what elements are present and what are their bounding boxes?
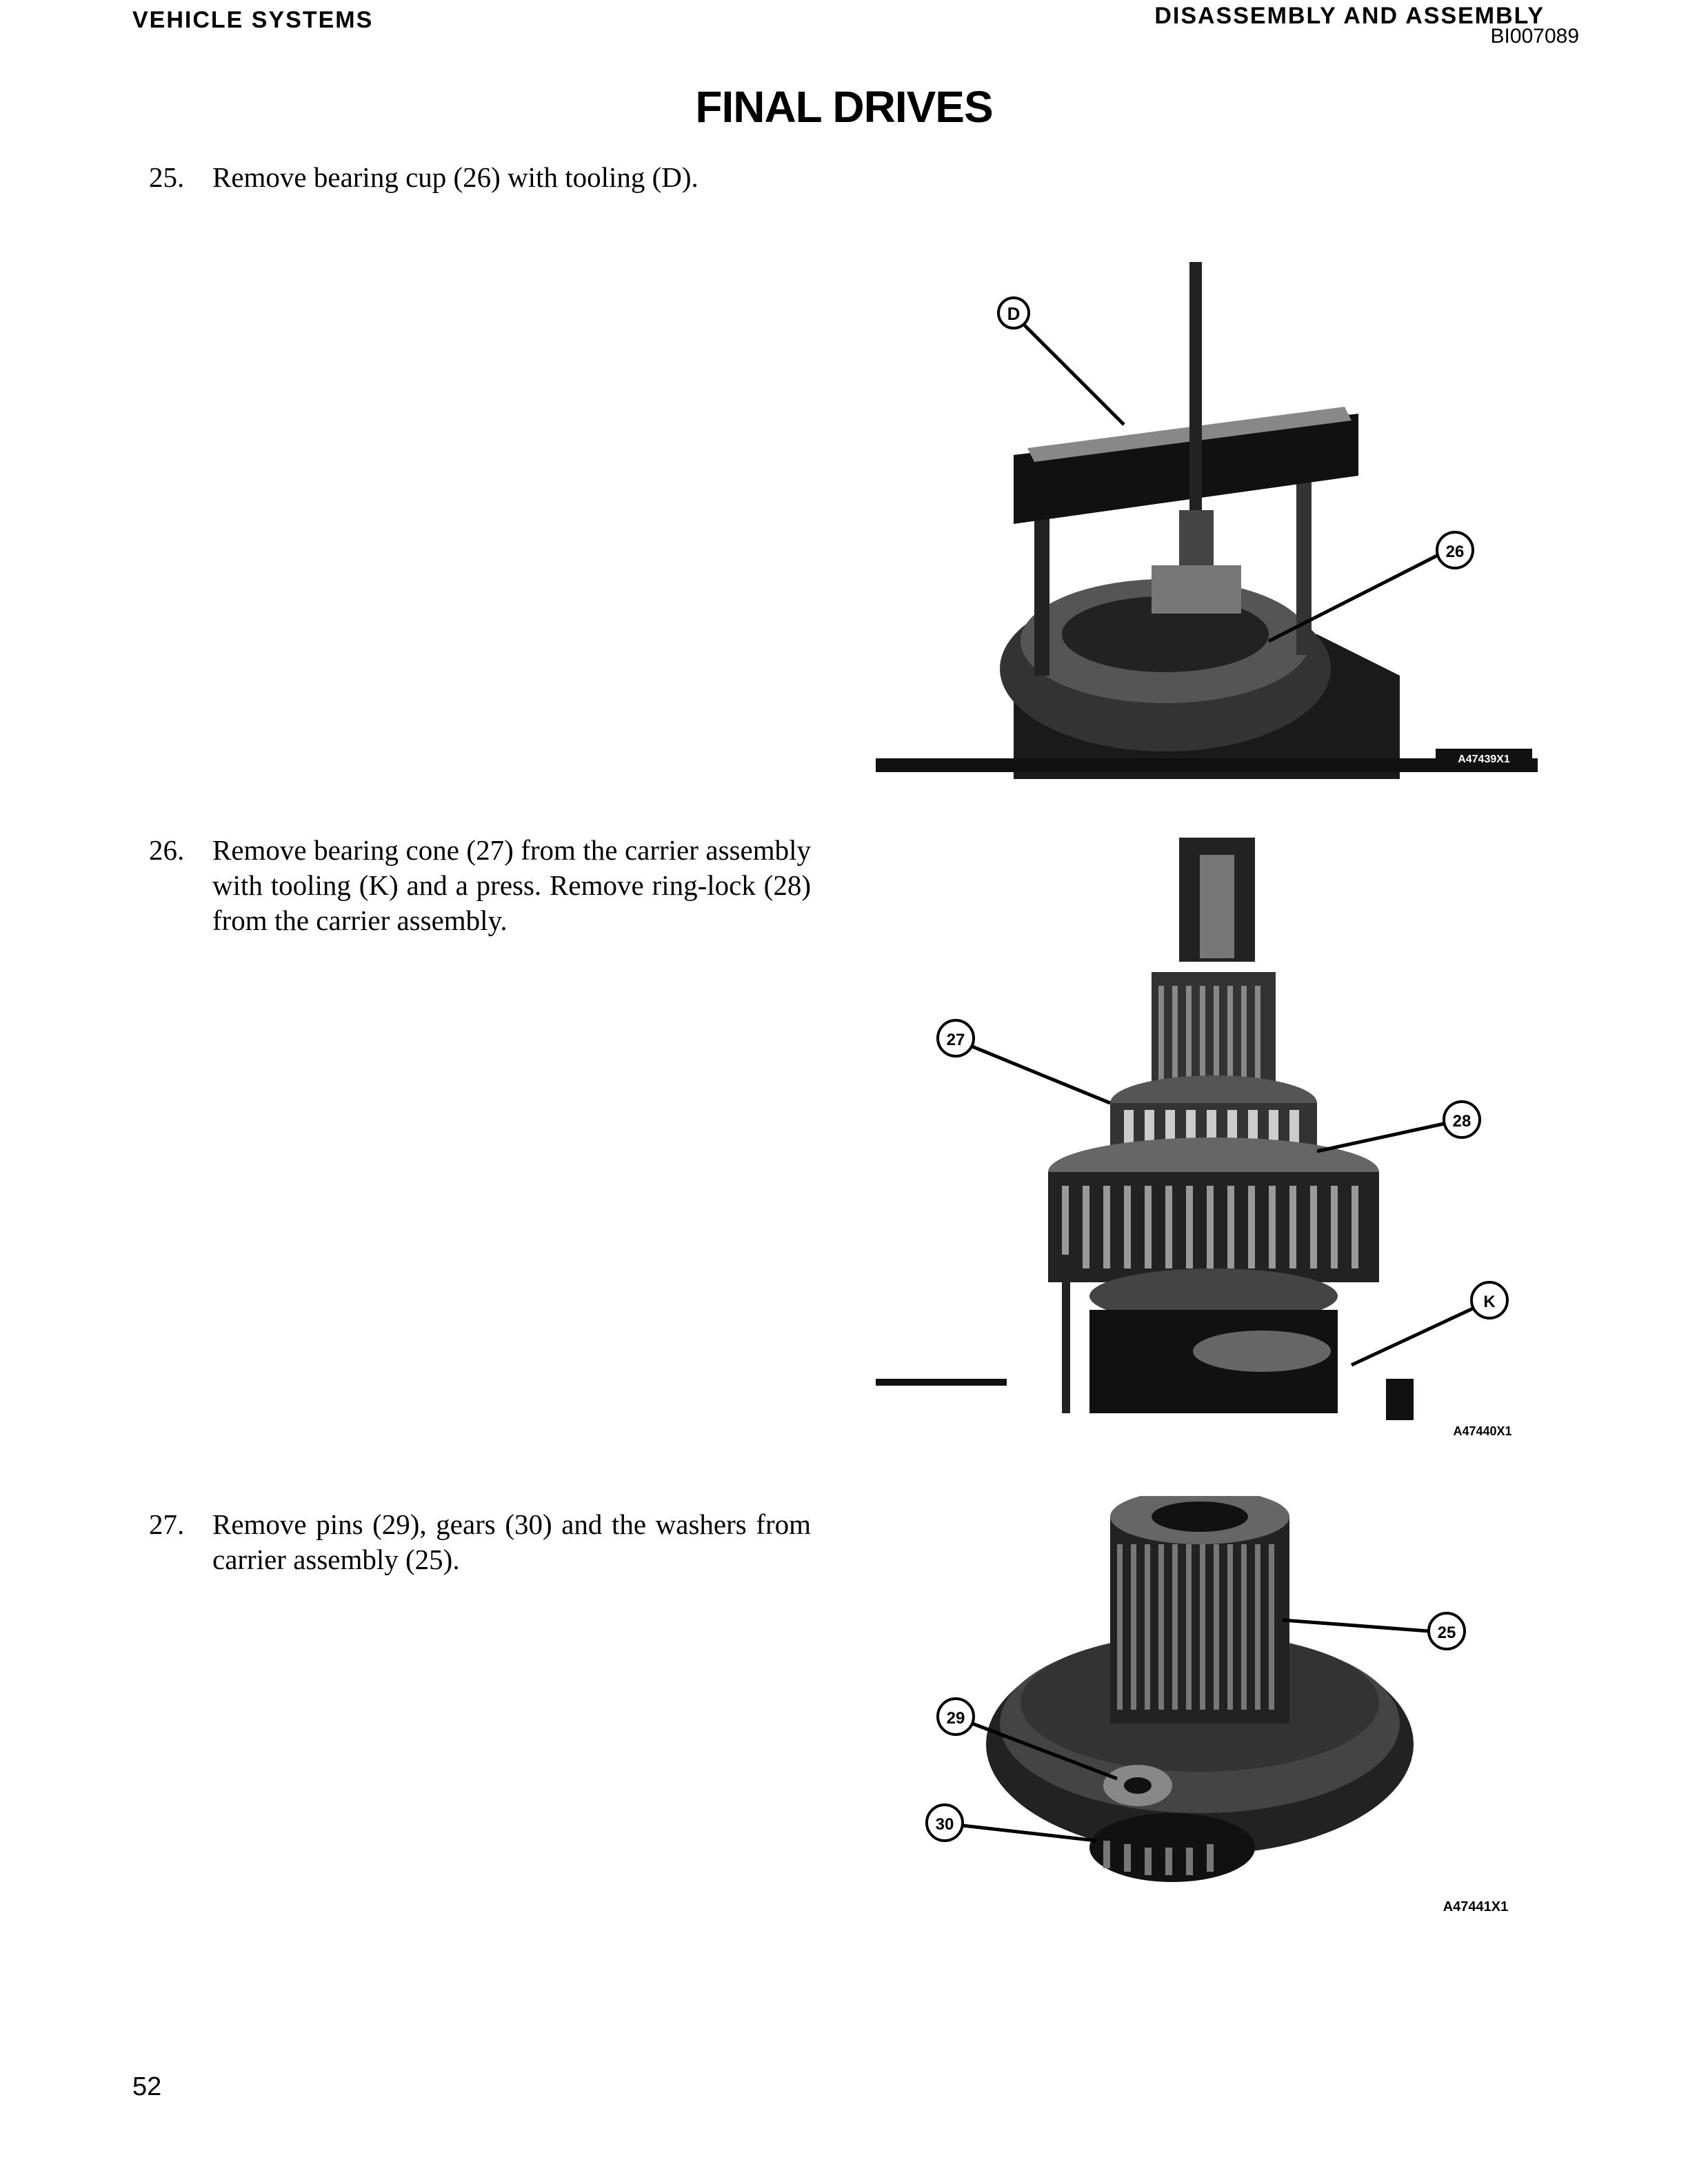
photo-bearing-cone-press: A47440X1 27 28 K [876,827,1538,1448]
step-text: Remove pins (29), gears (30) and the was… [212,1508,811,1575]
page-number: 52 [132,2072,162,2101]
figure-code: A47439X1 [1458,754,1510,765]
step-text: Remove bearing cone (27) from the carrie… [212,834,811,936]
callout-k: K [1350,1281,1509,1367]
callout-26: 26 [1267,531,1474,643]
svg-text:30: 30 [936,1815,954,1834]
figure-code: A47441X1 [1443,1899,1509,1914]
header-chapter: DISASSEMBLY AND ASSEMBLY [1154,3,1545,29]
header-section: VEHICLE SYSTEMS [132,7,374,33]
callout-27: 27 [936,1019,1111,1105]
callout-d: D [997,296,1125,426]
svg-text:29: 29 [947,1709,965,1728]
photo-carrier-assembly: A47441X1 25 29 30 [910,1496,1545,1923]
figure-code: A47440X1 [1453,1424,1511,1438]
figure-carrier-pins-gears: A47441X1 25 29 30 [910,1496,1545,1923]
svg-text:25: 25 [1438,1624,1456,1642]
svg-text:26: 26 [1446,543,1465,561]
svg-text:K: K [1483,1293,1496,1311]
step-number: 26. [149,834,185,866]
step-text: Remove bearing cup (26) with tooling (D)… [212,161,699,193]
callout-29: 29 [936,1697,1118,1781]
step-number: 25. [149,161,185,193]
callout-30: 30 [925,1803,1097,1843]
step-25: 25. Remove bearing cup (26) with tooling… [149,160,811,201]
step-number: 27. [149,1508,185,1540]
callout-25: 25 [1282,1612,1466,1650]
figure-bearing-cone-removal: A47440X1 27 28 K [876,827,1538,1448]
photo-bearing-cup-puller: A47439X1 D 26 [876,248,1538,786]
svg-text:D: D [1007,303,1021,324]
document-id: BI007089 [1490,25,1579,48]
callout-28: 28 [1316,1100,1481,1153]
step-26: 26. Remove bearing cone (27) from the ca… [149,833,811,943]
step-27: 27. Remove pins (29), gears (30) and the… [149,1507,811,1583]
svg-text:28: 28 [1453,1112,1471,1131]
svg-text:27: 27 [947,1031,965,1049]
figure-bearing-cup-removal: A47439X1 D 26 [876,248,1538,786]
page-title: FINAL DRIVES [695,82,993,132]
